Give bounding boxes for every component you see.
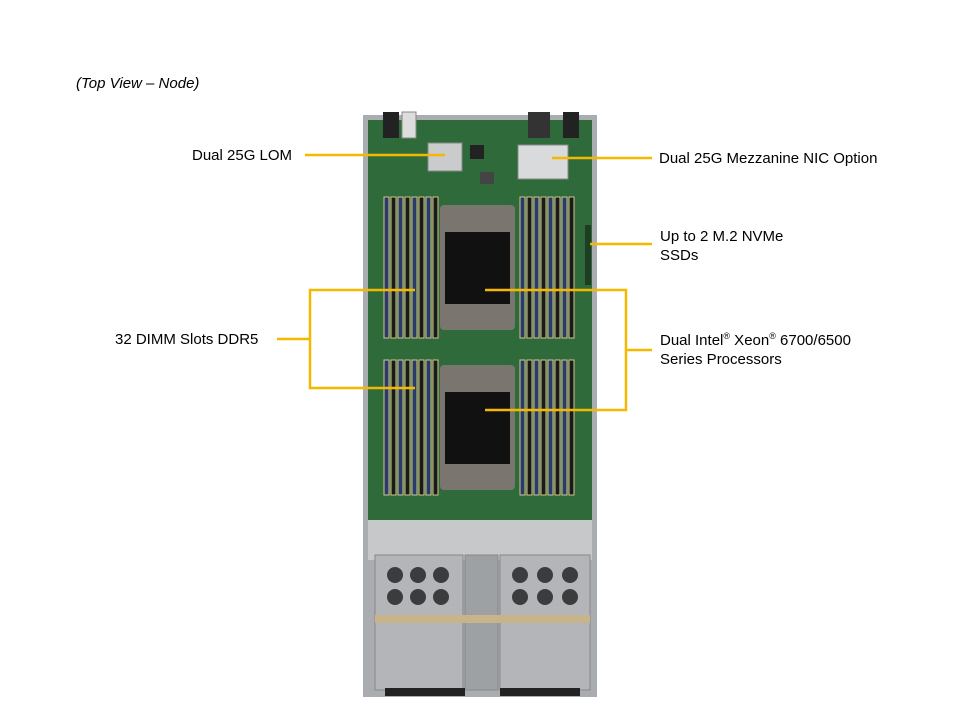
dimm-slot [526,196,533,339]
vent-hole [512,567,528,583]
dimm-slot [390,359,397,496]
callout-dimm: 32 DIMM Slots DDR5 [115,331,259,348]
callout-nvme-line1: Up to 2 M.2 NVMe [660,228,784,245]
callout-lom: Dual 25G LOM [192,147,293,164]
view-caption: (Top View – Node) [76,75,200,92]
dimm-slot [561,359,568,496]
dimm-slot [547,196,554,339]
rear-port-left [383,112,399,138]
dimm-slot [411,196,418,339]
dimm-slot [568,359,575,496]
dimm-slot [519,359,526,496]
dimm-slot [561,196,568,339]
callout-nvme: Up to 2 M.2 NVMe SSDs [660,227,783,265]
dimm-slot [540,359,547,496]
callout-nvme-line2: SSDs [660,247,699,264]
dimm-slot [404,196,411,339]
dimm-slot [554,359,561,496]
vent-hole [562,567,578,583]
vent-hole [433,567,449,583]
dimm-slot [418,359,425,496]
dimm-slot [533,359,540,496]
dimm-slot [568,196,575,339]
dimm-slot [425,359,432,496]
callout-mezz-nic: Dual 25G Mezzanine NIC Option [659,150,878,167]
dimm-slot [390,196,397,339]
dimm-slot [519,196,526,339]
dimm-slot [547,359,554,496]
vent-hole [387,589,403,605]
dimm-slot [418,196,425,339]
m2-slot [585,225,591,285]
callout-lines [277,153,652,412]
vent-hole [410,567,426,583]
dimm-slot [383,196,390,339]
dimm-slot [397,196,404,339]
callout-cpu: Dual Intel® Xeon® 6700/6500 Series Proce… [660,331,851,369]
dimm-slot [432,359,439,496]
mezz-nic [517,144,569,180]
vent-hole [537,589,553,605]
vent-hole [562,589,578,605]
dimm-slot [432,196,439,339]
cpu-2 [440,365,515,490]
lom-heatsink [427,142,463,172]
dimm-slot [526,359,533,496]
cpu-1 [440,205,515,330]
tray [368,520,592,560]
vent-hole [433,589,449,605]
dimm-slot [540,196,547,339]
dimm-slot [404,359,411,496]
dimm-slot [383,359,390,496]
dimm-slot [425,196,432,339]
rear-port-right [528,112,550,138]
vent-hole [537,567,553,583]
vent-hole [410,589,426,605]
dimm-slot [554,196,561,339]
dimm-slot [533,196,540,339]
vent-hole [512,589,528,605]
dimm-slot [411,359,418,496]
dimm-slot [397,359,404,496]
vent-hole [387,567,403,583]
